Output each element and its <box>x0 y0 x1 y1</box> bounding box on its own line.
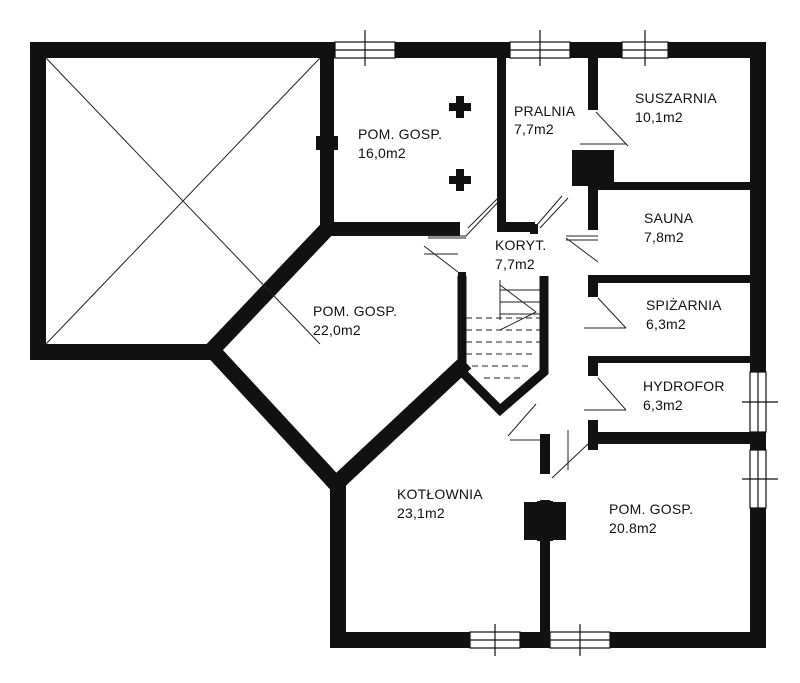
wall-sauna-bottom <box>588 275 758 283</box>
room-name-pralnia: PRALNIA <box>514 103 576 119</box>
stair-treads <box>466 317 540 379</box>
wall-pomgosp1-bottom <box>320 222 460 236</box>
wall-right-3 <box>750 508 766 648</box>
wall-kotlownia-right-1 <box>540 434 550 474</box>
window-bottom-kotlownia <box>469 624 521 656</box>
wall-bottom-3 <box>610 632 766 648</box>
room-area-suszarnia: 10,1m2 <box>635 109 683 125</box>
door-sauna <box>565 235 599 263</box>
wall-bottom-1 <box>330 632 470 648</box>
room-area-spizarnia: 6,3m2 <box>646 316 686 332</box>
door-pralnia <box>535 195 569 229</box>
wall-kotlownia-left <box>330 480 346 648</box>
wall-diag-upper <box>200 218 338 362</box>
fixtures <box>449 96 614 541</box>
wall-suszarnia-bottom <box>598 182 758 190</box>
wall-suszarnia-left-2 <box>588 160 598 230</box>
wall-left-bottom <box>30 344 220 360</box>
room-area-sauna: 7,8m2 <box>644 229 684 245</box>
room-name-spizarnia: SPIŻARNIA <box>646 296 722 313</box>
void-cross <box>45 57 321 345</box>
wall-spizarnia-left <box>588 275 598 297</box>
diagonal-walls <box>200 218 472 496</box>
wall-pralnia-bottom <box>497 222 535 232</box>
window-right-hydrofor <box>742 371 778 433</box>
wall-stair-stub-2 <box>530 224 538 234</box>
window-right-pomgosp3 <box>742 449 778 509</box>
wall-spizarnia-bottom <box>588 356 758 363</box>
door-pomgosp2 <box>423 245 459 273</box>
chimney-cross-icon <box>524 501 566 541</box>
room-name-hydrofor: HYDROFOR <box>643 378 725 394</box>
wall-left <box>30 42 46 360</box>
room-area-hydrofor: 6,3m2 <box>643 397 683 413</box>
stair-upper-flight <box>499 280 540 331</box>
room-name-kotlownia: KOTŁOWNIA <box>397 486 483 502</box>
room-area-pom-gosp-1: 16,0m2 <box>358 145 406 161</box>
fixture-cross-icon <box>449 169 471 191</box>
room-labels: POM. GOSP. 16,0m2 PRALNIA 7,7m2 SUSZARNI… <box>313 90 725 536</box>
room-area-pom-gosp-2: 22,0m2 <box>313 322 361 338</box>
wall-hydrofor-bottom <box>588 432 758 444</box>
door-kotlownia <box>507 403 540 441</box>
room-name-pom-gosp-1: POM. GOSP. <box>358 126 442 142</box>
room-name-sauna: SAUNA <box>644 210 694 226</box>
wall-top-1 <box>30 42 335 58</box>
doors <box>423 111 629 479</box>
wall-top-2 <box>395 42 510 58</box>
door-pomgosp3 <box>551 430 589 479</box>
chimney-cross-icon <box>572 150 614 186</box>
door-pomgosp1 <box>428 195 501 239</box>
wall-door-jamb <box>316 136 338 150</box>
room-name-pom-gosp-2: POM. GOSP. <box>313 303 397 319</box>
windows <box>334 30 778 656</box>
room-name-pom-gosp-3: POM. GOSP. <box>609 501 693 517</box>
wall-top-4 <box>668 42 766 58</box>
wall-pralnia-left <box>497 42 506 232</box>
staircase-outline <box>457 276 549 417</box>
wall-kotlownia-right-2 <box>540 500 550 648</box>
room-area-kotlownia: 23,1m2 <box>397 505 445 521</box>
room-name-suszarnia: SUSZARNIA <box>635 90 717 106</box>
room-area-pralnia: 7,7m2 <box>514 121 554 137</box>
wall-right-1 <box>750 42 766 372</box>
door-suszarnia <box>580 111 629 147</box>
wall-diag-lower <box>200 338 348 496</box>
room-area-korytarz: 7,7m2 <box>495 256 535 272</box>
wall-diag-kotlownia <box>324 356 472 496</box>
window-top-suszarnia <box>621 30 669 66</box>
window-top-pomgosp1 <box>334 30 396 66</box>
room-area-pom-gosp-3: 20.8m2 <box>609 520 657 536</box>
door-spizarnia <box>584 297 627 329</box>
fixture-cross-icon <box>449 96 471 118</box>
wall-hydrofor-left-1 <box>588 356 598 376</box>
staircase <box>457 276 549 417</box>
wall-suszarnia-left-1 <box>588 42 598 110</box>
room-name-korytarz: KORYT. <box>495 237 547 253</box>
walls <box>30 42 766 648</box>
door-hydrofor <box>584 377 627 411</box>
window-top-pralnia <box>509 30 571 66</box>
window-bottom-pomgosp3 <box>549 624 611 656</box>
